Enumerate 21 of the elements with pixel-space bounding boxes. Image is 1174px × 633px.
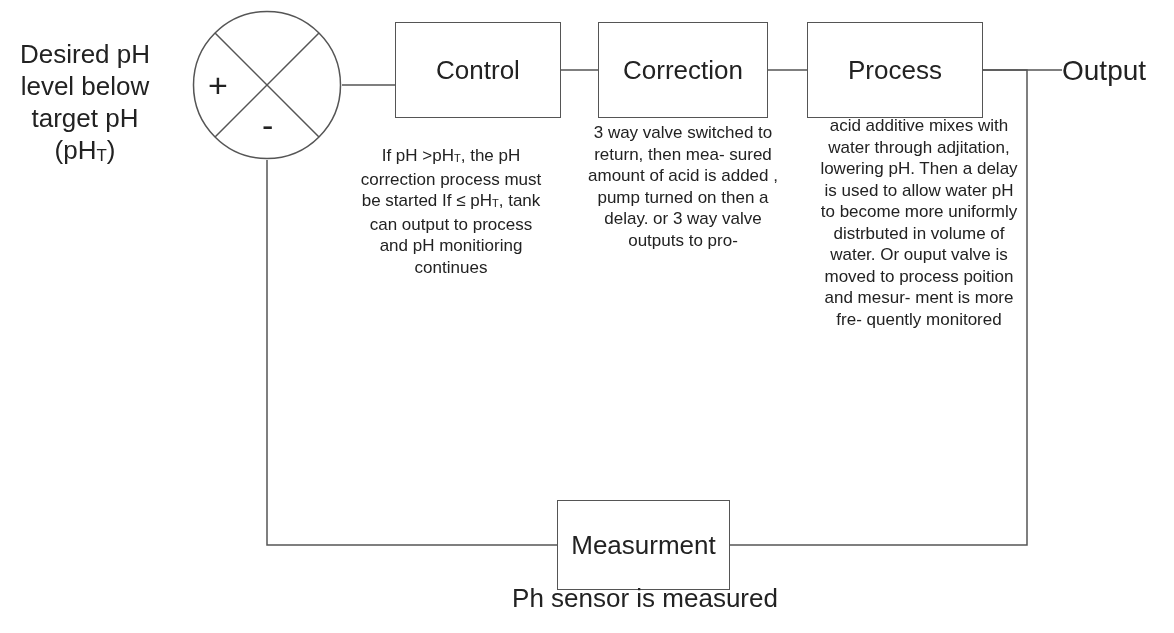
description-text: Ph sensor is measured [511,582,779,614]
connector-line [341,84,396,86]
description-text: Desired pH level below target pH (pH$_{T}$) [18,38,152,167]
box-title: Correction [623,54,743,86]
description-text: acid additive mixes with water through adjitation, lowering pH. Then a delay is used to allow water pH to become more uniformly distrbuted in volume of water. Or ouput valve is moved to process poition and mesur- ment is more fre- quently monitored [819,115,1019,330]
connector-line [560,69,599,71]
sign-symbol: + [208,68,228,102]
box-title: Measurment [571,529,716,561]
connector-line [266,159,558,546]
description-text: 3 way valve switched to return, then mea- sured amount of acid is added , pump turned on then a delay. or 3 way valve outputs to pro- [587,122,779,251]
sign-symbol: - [262,108,274,142]
process-box [598,22,768,118]
process-box [807,22,983,118]
process-box [557,500,730,590]
connector-line [767,69,808,71]
output-label: Output [1062,50,1166,92]
box-title: Process [848,54,942,86]
summing-junction [192,10,342,160]
box-title: Control [436,54,520,86]
process-box [395,22,561,118]
connector-line [729,69,1028,546]
